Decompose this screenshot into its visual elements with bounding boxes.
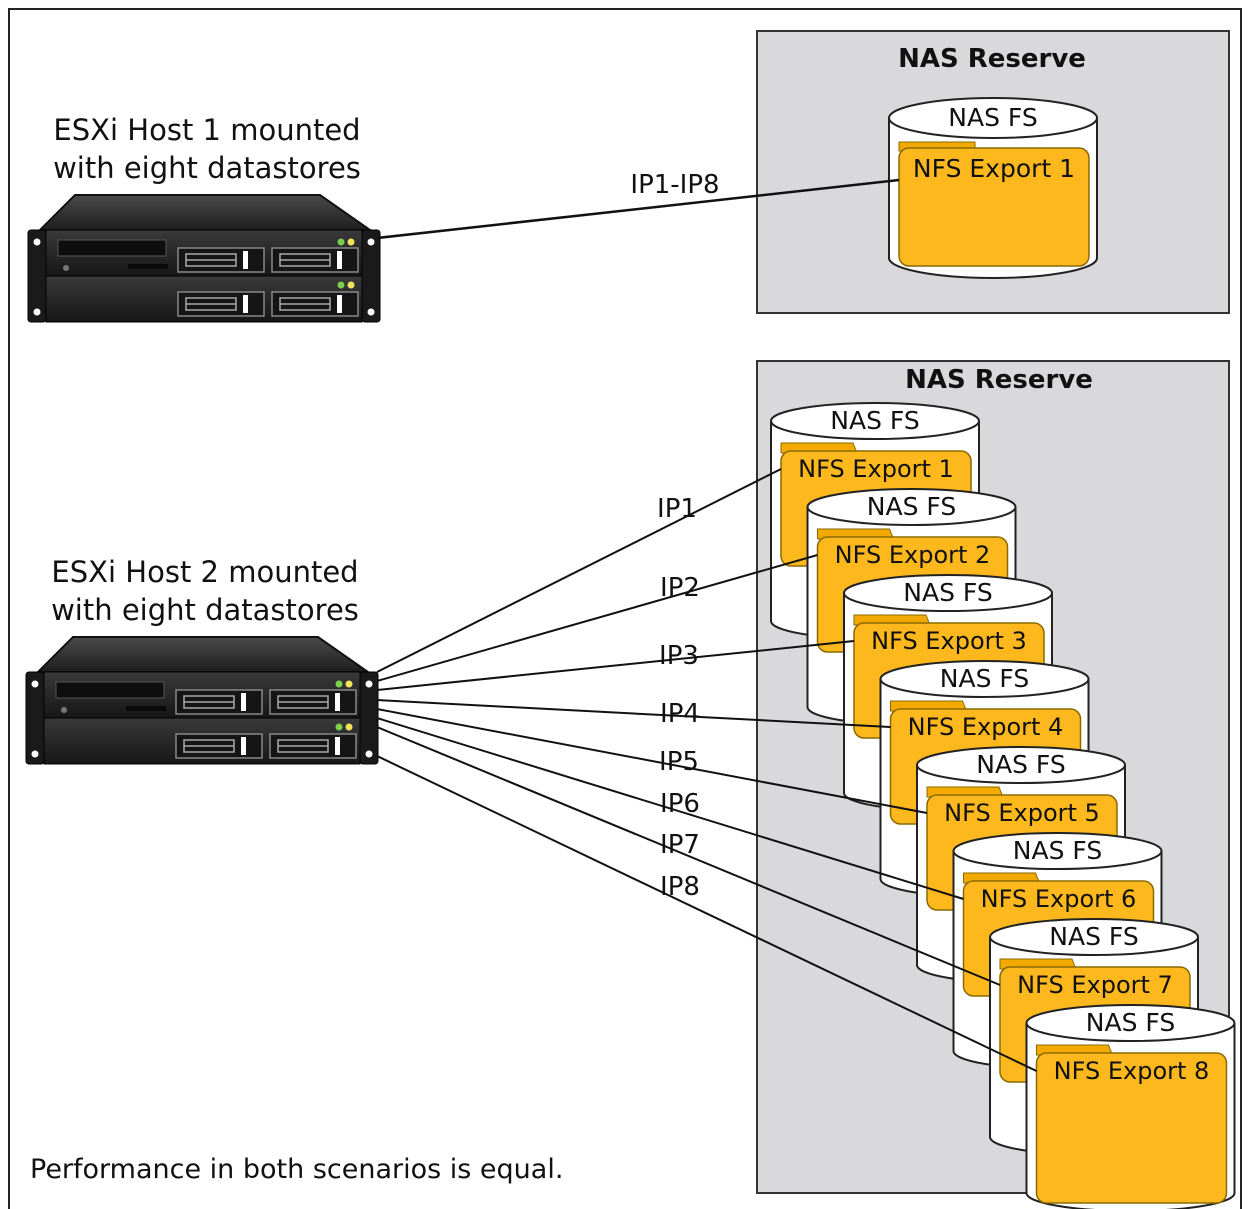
- connection-line: [376, 726, 1001, 986]
- nas-fs-label: NAS FS: [867, 492, 956, 521]
- nas-fs-label: NAS FS: [830, 406, 919, 435]
- nas-fs-label: NAS FS: [940, 664, 1029, 693]
- ip-label: IP4: [660, 699, 700, 729]
- nas-reserve-title-1: NAS Reserve: [898, 44, 1086, 74]
- connection-line: [376, 640, 855, 691]
- footer-note: Performance in both scenarios is equal.: [30, 1154, 563, 1185]
- host2-label-line1: ESXi Host 2 mounted: [51, 555, 358, 589]
- nfs-export-label: NFS Export 5: [944, 799, 1100, 827]
- nfs-export-label-1: NFS Export 1: [913, 154, 1075, 183]
- nfs-export-label: NFS Export 3: [871, 627, 1027, 655]
- ip-label: IP3: [659, 641, 699, 671]
- connection-line: [376, 755, 1037, 1072]
- server-icon: [27, 194, 381, 323]
- nas-fs-stack: NAS FS NFS Export 1 NAS FS NFS Export 2 NAS …: [770, 402, 1236, 1209]
- connection-line: [376, 699, 891, 728]
- host1-label-line2: with eight datastores: [53, 151, 361, 185]
- nfs-export-label: NFS Export 1: [798, 455, 954, 483]
- nas-reserve-title-2: NAS Reserve: [905, 365, 1093, 395]
- nfs-export-label: NFS Export 6: [981, 885, 1137, 913]
- nas-fs-label: NAS FS: [903, 578, 992, 607]
- diagram-border: [8, 8, 1242, 1209]
- nas-fs-cylinder-8: NAS FS NFS Export 8: [1025, 1004, 1236, 1209]
- nas-fs-cylinder-1: NAS FS NFS Export 1: [888, 97, 1098, 279]
- scenario-2: ESXi Host 2 mounted with eight datastore…: [25, 360, 1236, 1209]
- nas-fs-label: NAS FS: [1049, 922, 1138, 951]
- host1-label-line1: ESXi Host 1 mounted: [53, 113, 360, 147]
- ip-label: IP1: [657, 494, 697, 524]
- ip-label: IP2: [660, 573, 700, 603]
- ip-label-1: IP1-IP8: [630, 170, 719, 200]
- nfs-export-label: NFS Export 2: [835, 541, 991, 569]
- nas-fs-label-1: NAS FS: [948, 103, 1037, 132]
- nfs-export-label: NFS Export 8: [1054, 1057, 1210, 1085]
- nas-fs-label: NAS FS: [1086, 1008, 1175, 1037]
- ip-label: IP7: [660, 830, 700, 860]
- scenario-1: ESXi Host 1 mounted with eight datastore…: [27, 30, 1230, 323]
- ip-label: IP8: [660, 872, 700, 902]
- nas-fs-label: NAS FS: [976, 750, 1065, 779]
- connection-line: [376, 468, 782, 673]
- ip-label: IP5: [659, 747, 699, 777]
- connection-line: [376, 554, 818, 682]
- connection-line: [376, 717, 964, 900]
- server-icon: [25, 636, 379, 765]
- nfs-export-label: NFS Export 4: [908, 713, 1064, 741]
- host2-label-line2: with eight datastores: [51, 593, 359, 627]
- nas-fs-label: NAS FS: [1013, 836, 1102, 865]
- ip-label: IP6: [660, 789, 700, 819]
- nfs-export-label: NFS Export 7: [1017, 971, 1173, 999]
- connection-line: [376, 708, 928, 814]
- connection-line-1: [376, 178, 900, 240]
